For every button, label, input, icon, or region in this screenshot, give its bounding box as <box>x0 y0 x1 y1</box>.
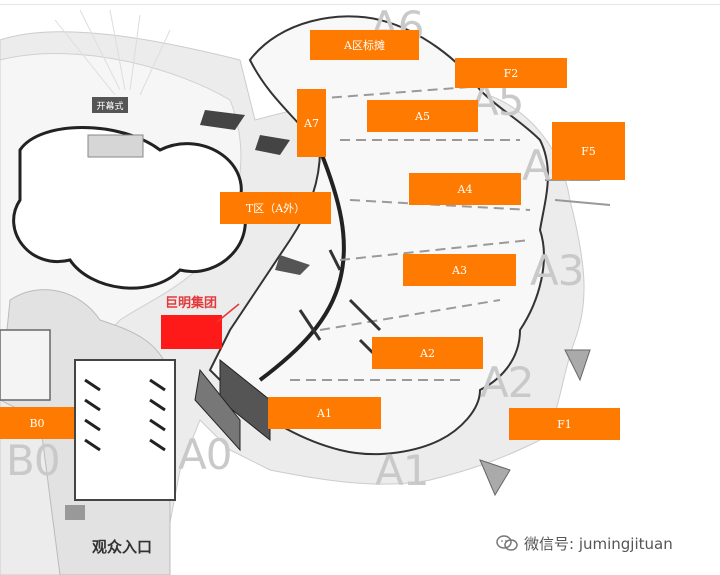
tag-a3: A3 <box>403 254 516 286</box>
zone-label-a2: A2 <box>480 358 534 407</box>
tag-a7: A7 <box>297 89 326 157</box>
zone-label-a0: A0 <box>178 430 232 479</box>
zone-label-b0: B0 <box>6 436 61 485</box>
tag-a5: A5 <box>367 100 478 132</box>
tag-f1: F1 <box>509 408 620 440</box>
central-stage <box>0 9 247 575</box>
audience-entrance-label: 观众入口 <box>92 538 153 556</box>
tag-b0: B0 <box>0 407 74 439</box>
lobby-furniture <box>65 110 310 520</box>
zone-label-a3: A3 <box>530 246 584 295</box>
tag-a2: A2 <box>372 337 483 369</box>
tag-a-zone-standard: A区标摊 <box>310 30 419 60</box>
zone-label-a1: A1 <box>375 446 429 495</box>
pointer-arrow-icon <box>216 303 240 323</box>
wechat-id-text: 微信号: jumingjituan <box>524 534 673 553</box>
wechat-watermark: 微信号: jumingjituan <box>496 532 673 554</box>
tag-f2: F2 <box>455 58 567 88</box>
tag-a4: A4 <box>409 173 521 205</box>
company-label: 巨明集团 <box>165 296 218 311</box>
tag-f5: F5 <box>552 122 625 180</box>
wechat-icon <box>496 535 518 551</box>
tag-a1: A1 <box>268 397 381 429</box>
tag-t-zone: T区（A外） <box>220 192 331 224</box>
company-booth-highlight <box>161 315 222 349</box>
opening-ceremony-sign: 开幕式 <box>92 97 128 113</box>
top-border-line <box>0 4 720 5</box>
